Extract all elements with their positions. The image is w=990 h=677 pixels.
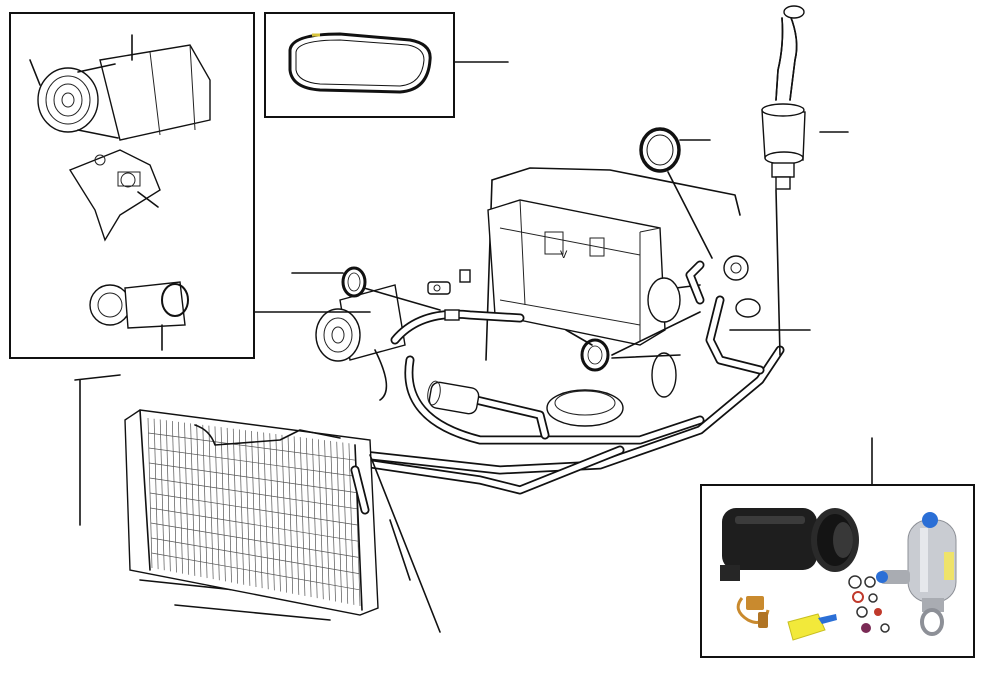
- inline-filter: [427, 380, 480, 415]
- compressor-icon: [37, 44, 211, 141]
- kit-drier-icon: [876, 512, 957, 636]
- refrigerant-hoses: [295, 189, 785, 495]
- belt-icon: [288, 32, 432, 94]
- evaporator[interactable]: V: [487, 199, 761, 398]
- oil-bottle-icon: [787, 613, 837, 641]
- condenser-tube: [151, 552, 360, 591]
- clutch-icon: [89, 281, 189, 329]
- leader-lines: [253, 61, 873, 633]
- ac-kit-photo: [720, 508, 957, 641]
- condenser-fins: [147, 417, 361, 607]
- condenser-tube: [151, 537, 360, 574]
- o-ring-assortment-icon: [848, 575, 890, 633]
- o-ring-upper[interactable]: [639, 127, 681, 173]
- fan-hub: [546, 389, 624, 427]
- condenser-tube: [150, 507, 359, 542]
- condenser-tube: [149, 462, 357, 493]
- condenser-tube: [148, 432, 356, 461]
- kit-photo-inset: [700, 484, 975, 658]
- o-ring-left[interactable]: [341, 266, 367, 298]
- fittings: [427, 269, 471, 321]
- pressure-switch[interactable]: [761, 5, 806, 190]
- compressor-detail-inset: [9, 12, 255, 359]
- compressor[interactable]: [315, 284, 406, 401]
- svg-text:V: V: [560, 249, 568, 261]
- condenser[interactable]: [124, 409, 379, 616]
- o-ring-lower[interactable]: [580, 338, 610, 372]
- condenser-tube: [149, 492, 358, 526]
- kit-compressor-icon: [720, 508, 859, 581]
- drive-belt-inset: [264, 12, 455, 118]
- condenser-tube: [149, 477, 358, 510]
- condenser-tube: [150, 522, 359, 558]
- expansion-valve-icon: [736, 596, 770, 628]
- mounting-bracket-icon: [68, 149, 161, 242]
- condenser-tube: [148, 447, 357, 477]
